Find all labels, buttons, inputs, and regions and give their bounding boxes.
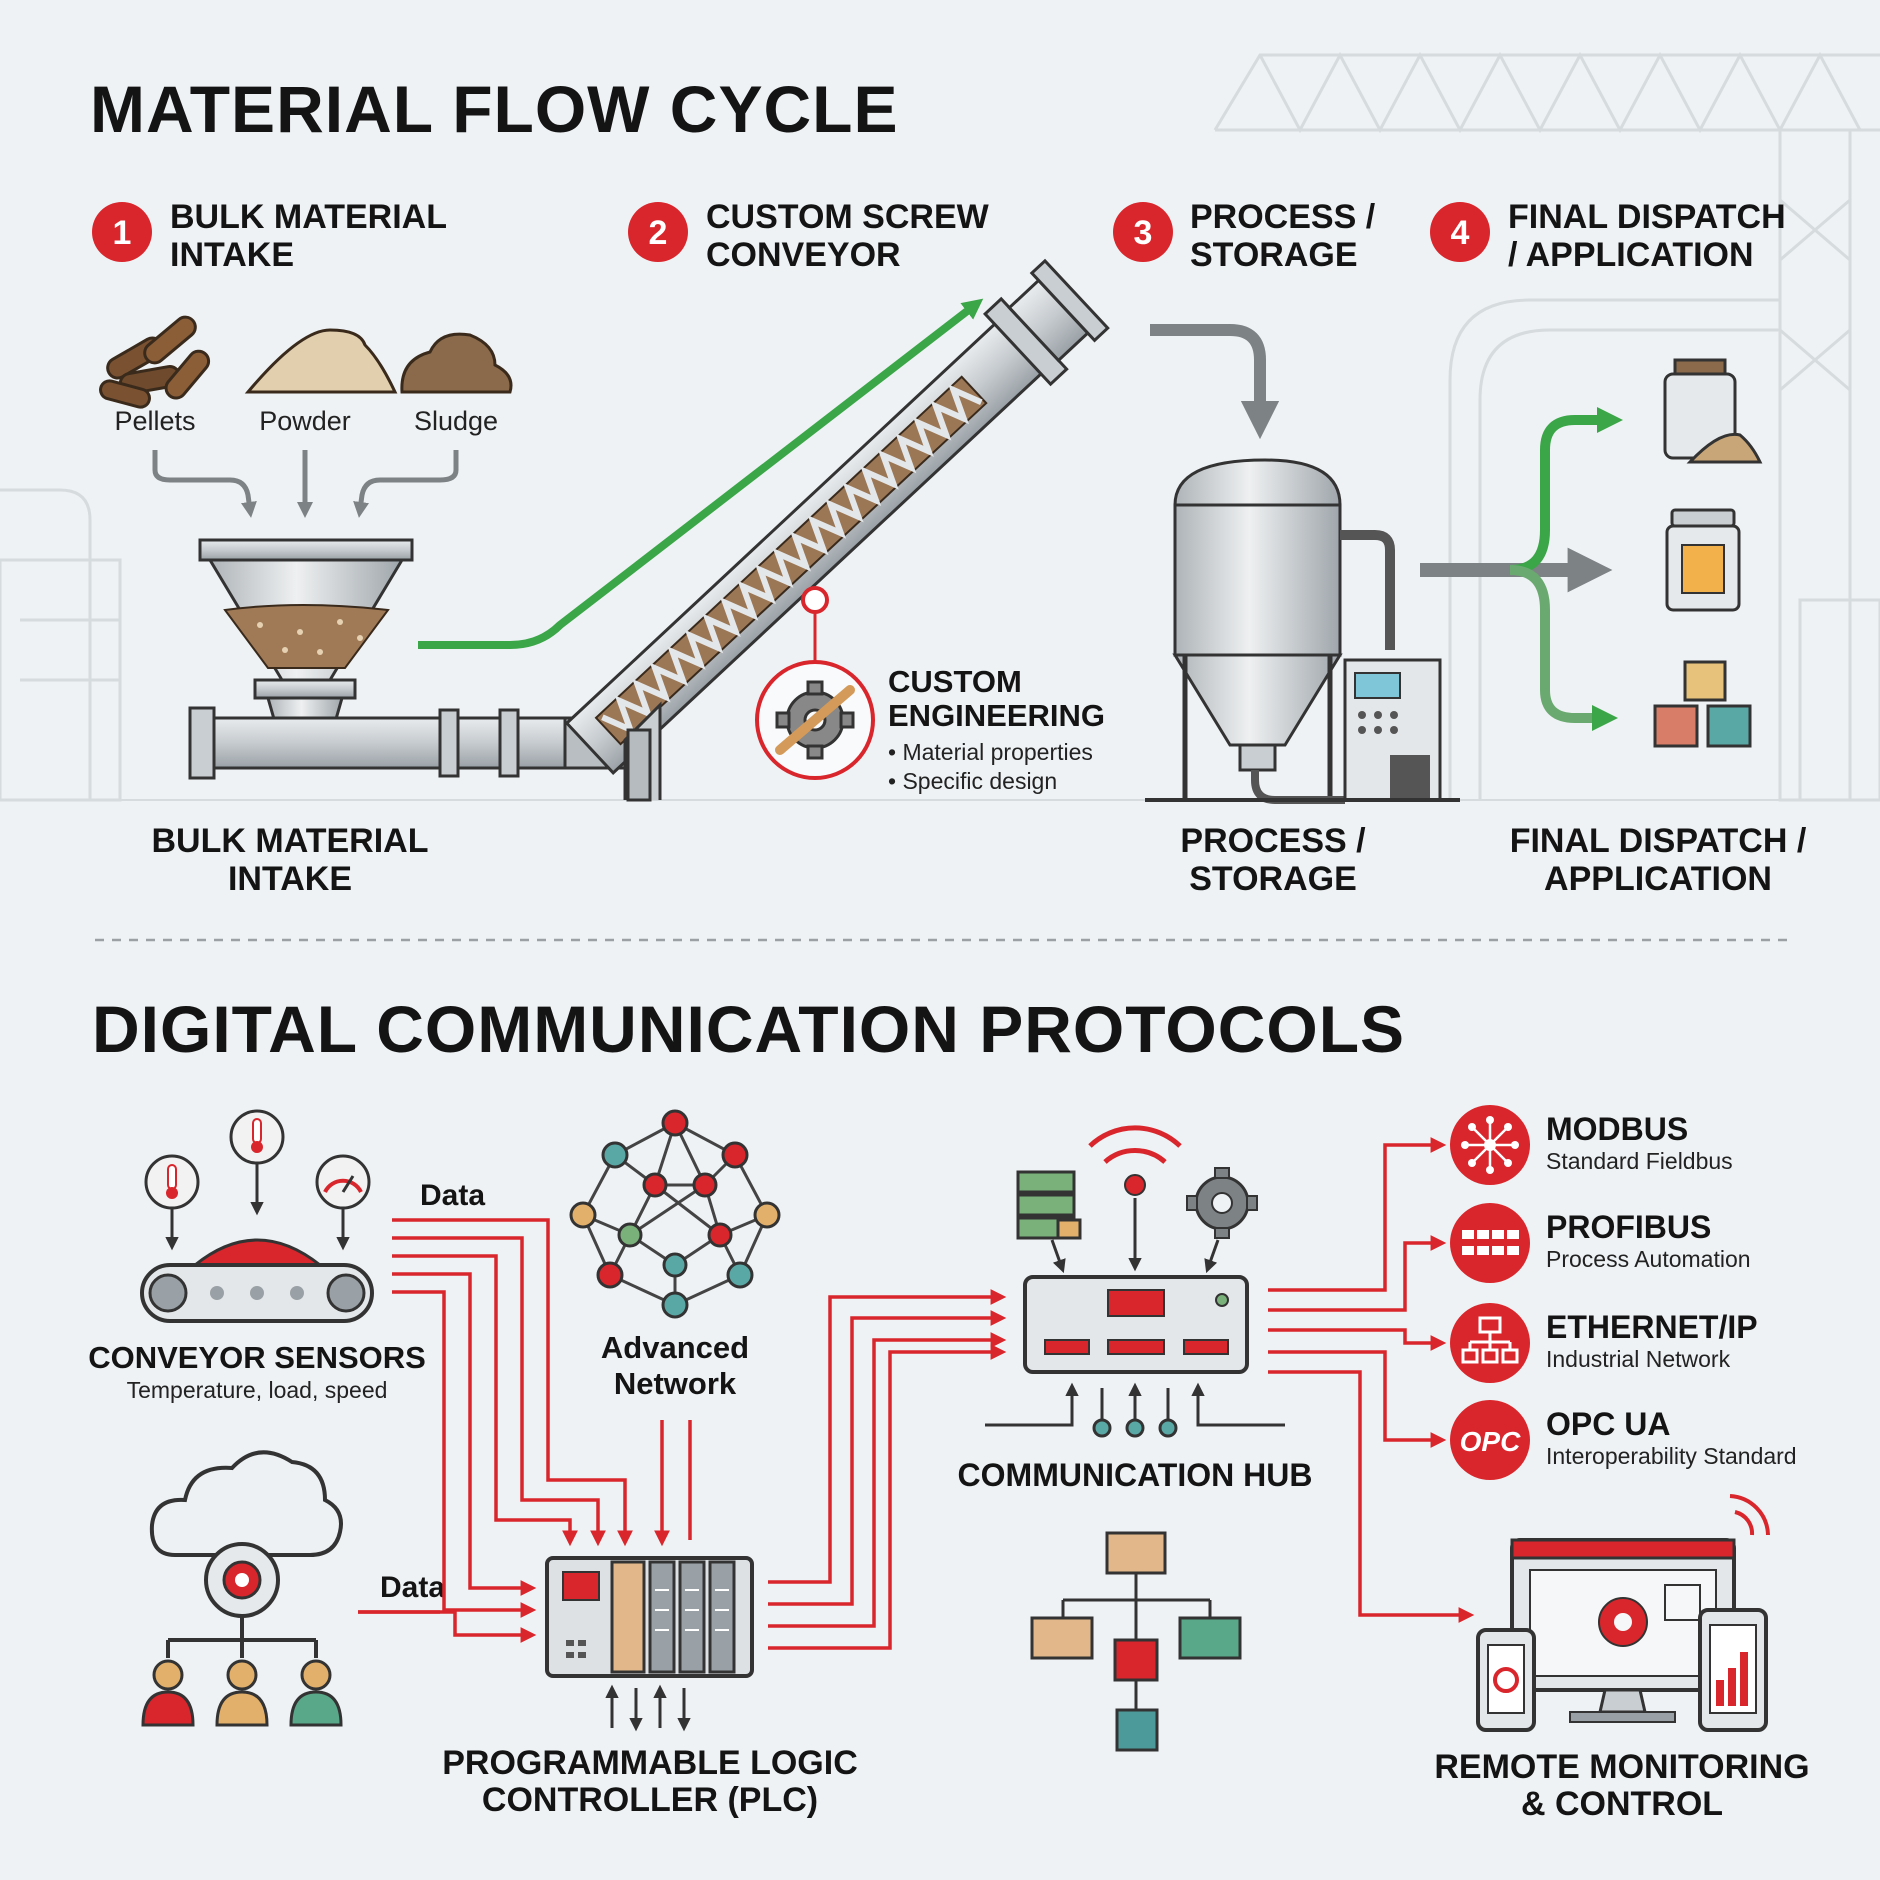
sludge-icon xyxy=(400,332,513,394)
dispatch-label-line2: APPLICATION xyxy=(1544,860,1772,898)
protocol-opc-ua: OPC OPC UA Interoperability Standard xyxy=(1450,1400,1797,1480)
intake-pipe xyxy=(188,706,633,780)
plc-to-hub-lines xyxy=(768,1289,1007,1650)
cloud-people-icon xyxy=(141,1450,343,1727)
protocol-ethernet-ip: ETHERNET/IP Industrial Network xyxy=(1450,1303,1758,1383)
communication-hub-icon xyxy=(985,1125,1285,1438)
network-label-line1: Advanced xyxy=(601,1330,749,1365)
sensors-title: CONVEYOR SENSORS xyxy=(88,1340,426,1375)
plc-label-line1: PROGRAMMABLE LOGIC xyxy=(442,1744,858,1782)
process-label-line1: PROCESS / xyxy=(1180,822,1366,860)
svg-text:1: 1 xyxy=(113,214,132,252)
data-label-1: Data xyxy=(420,1179,485,1212)
step-4-title-line1: FINAL DISPATCH xyxy=(1508,198,1786,236)
background-factory-art xyxy=(0,51,1880,802)
custom-engineering-callout: CUSTOM ENGINEERING • Material properties… xyxy=(755,586,1105,794)
protocol-modbus: MODBUS Standard Fieldbus xyxy=(1450,1105,1733,1185)
dispatch-label-line1: FINAL DISPATCH / xyxy=(1510,822,1807,860)
conveyor-sensors-icon xyxy=(140,1109,374,1323)
network-down-arrows xyxy=(662,1420,692,1540)
storage-silo xyxy=(1145,458,1460,804)
material-powder-label: Powder xyxy=(259,406,351,436)
remote-monitoring-icon xyxy=(1476,1494,1770,1732)
plc-label-line2: CONTROLLER (PLC) xyxy=(482,1781,818,1819)
step-1-title-line1: BULK MATERIAL xyxy=(170,198,447,236)
org-chart-icon xyxy=(1030,1531,1242,1752)
digital-title: DIGITAL COMMUNICATION PROTOCOLS xyxy=(92,992,1405,1066)
profibus-logo-icon xyxy=(1450,1203,1530,1283)
step-3-title-line1: PROCESS / xyxy=(1190,198,1376,236)
feed-arrows xyxy=(152,450,459,519)
plc-io-arrows xyxy=(605,1684,691,1732)
plc-icon xyxy=(545,1556,754,1678)
engineering-title-line2: ENGINEERING xyxy=(888,698,1105,733)
protocol-desc: Process Automation xyxy=(1546,1246,1751,1272)
step-3-title-line2: STORAGE xyxy=(1190,236,1358,274)
step-1-title-line2: INTAKE xyxy=(170,236,294,274)
step-2-title-line1: CUSTOM SCREW xyxy=(706,198,990,236)
data-label-2: Data xyxy=(380,1571,445,1604)
svg-text:2: 2 xyxy=(649,214,668,252)
protocol-name: MODBUS xyxy=(1546,1111,1688,1147)
blocks-icon xyxy=(1653,660,1752,748)
step-4-badge xyxy=(1430,202,1490,262)
step-1-badge xyxy=(92,202,152,262)
engineering-bullet-1: • Material properties xyxy=(888,739,1093,765)
svg-text:3: 3 xyxy=(1134,214,1153,252)
hub-to-protocol-lines xyxy=(1268,1137,1475,1623)
powder-jar-icon xyxy=(1663,358,1763,464)
network-label-line2: Network xyxy=(614,1366,737,1401)
signal-icon xyxy=(1729,1494,1770,1536)
material-sludge-label: Sludge xyxy=(414,406,498,436)
wifi-icon xyxy=(1088,1125,1182,1164)
protocol-name: OPC UA xyxy=(1546,1406,1670,1442)
hub-label: COMMUNICATION HUB xyxy=(958,1457,1313,1493)
engineering-title-line1: CUSTOM xyxy=(888,664,1022,699)
protocol-desc: Industrial Network xyxy=(1546,1346,1731,1372)
flow-title: MATERIAL FLOW CYCLE xyxy=(90,72,899,146)
protocol-name: PROFIBUS xyxy=(1546,1209,1711,1245)
opc-logo-icon xyxy=(1450,1400,1530,1480)
remote-label-line1: REMOTE MONITORING xyxy=(1434,1748,1809,1786)
process-label-line2: STORAGE xyxy=(1189,860,1357,898)
step-3-badge xyxy=(1113,202,1173,262)
engineering-bullet-2: • Specific design xyxy=(888,768,1057,794)
tablet-chart-icon xyxy=(1698,1608,1768,1732)
jar-icon xyxy=(1665,508,1741,612)
intake-label-line2: INTAKE xyxy=(228,860,352,898)
pellets-icon xyxy=(99,315,211,409)
protocol-name: ETHERNET/IP xyxy=(1546,1309,1758,1345)
protocol-desc: Standard Fieldbus xyxy=(1546,1148,1733,1174)
step-2-badge xyxy=(628,202,688,262)
screw-conveyor xyxy=(564,258,1110,802)
protocol-desc: Interoperability Standard xyxy=(1546,1443,1797,1469)
sensors-subtitle: Temperature, load, speed xyxy=(127,1377,388,1403)
step-3-header: 3 PROCESS / STORAGE xyxy=(1113,198,1376,274)
powder-icon xyxy=(244,328,398,394)
sensor-data-lines xyxy=(358,1218,633,1643)
svg-text:4: 4 xyxy=(1451,214,1470,252)
step-1-header: 1 BULK MATERIAL INTAKE xyxy=(92,198,447,274)
material-pellets-label: Pellets xyxy=(114,406,195,436)
dispatch-arrows xyxy=(1420,407,1623,731)
to-storage-arrow xyxy=(1150,324,1280,440)
opc-badge-text: OPC xyxy=(1460,1426,1521,1457)
monitor-gear-icon xyxy=(1598,1597,1648,1647)
step-4-title-line2: / APPLICATION xyxy=(1508,236,1754,274)
step-2-header: 2 CUSTOM SCREW CONVEYOR xyxy=(628,198,990,274)
server-icon xyxy=(1016,1170,1082,1240)
flow-green-arrow xyxy=(418,298,984,649)
hopper xyxy=(198,538,414,742)
hub-gear-icon xyxy=(1186,1167,1258,1239)
phone-icon xyxy=(1476,1628,1536,1732)
remote-label-line2: & CONTROL xyxy=(1521,1785,1723,1823)
step-2-title-line2: CONVEYOR xyxy=(706,236,901,274)
protocol-profibus: PROFIBUS Process Automation xyxy=(1450,1203,1751,1283)
intake-label-line1: BULK MATERIAL xyxy=(152,822,429,860)
step-4-header: 4 FINAL DISPATCH / APPLICATION xyxy=(1430,198,1786,274)
advanced-network-icon xyxy=(569,1109,781,1319)
